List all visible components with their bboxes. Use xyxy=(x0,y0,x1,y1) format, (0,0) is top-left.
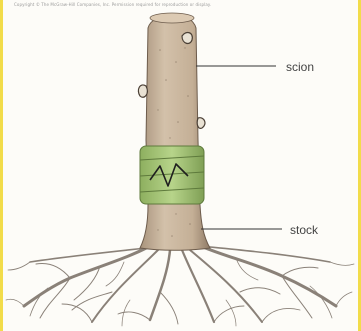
root-right-low xyxy=(190,250,262,322)
bud-left xyxy=(138,85,147,97)
bud-right xyxy=(197,118,205,129)
root-left-low xyxy=(92,250,158,322)
stock-label: stock xyxy=(290,223,318,237)
root-center-right xyxy=(182,250,214,322)
root-system xyxy=(6,244,354,326)
trunk xyxy=(140,14,210,250)
scion-label: scion xyxy=(286,60,314,74)
trunk-top-cut xyxy=(150,13,194,23)
bud-top-right xyxy=(182,33,192,44)
graft-wrap xyxy=(140,146,204,204)
root-center xyxy=(150,250,170,320)
